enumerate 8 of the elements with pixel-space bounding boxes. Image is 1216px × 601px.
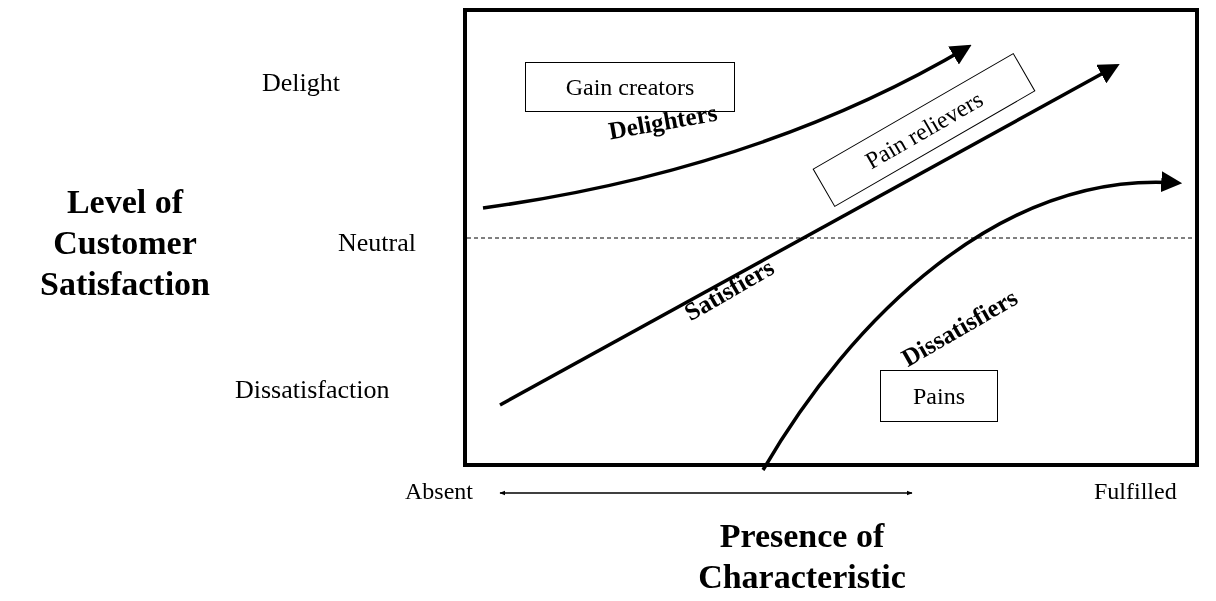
axis-level-label: Neutral (338, 228, 416, 258)
axis-level-label: Delight (262, 68, 340, 98)
axis-end-label: Fulfilled (1094, 478, 1177, 505)
axis-title: Level of Customer Satisfaction (39, 182, 211, 304)
axis-level-label: Dissatisfaction (235, 375, 390, 405)
axis-end-label: Absent (405, 478, 473, 505)
text-box: Pains (880, 370, 998, 422)
axis-title: Presence of Characteristic (697, 516, 907, 597)
